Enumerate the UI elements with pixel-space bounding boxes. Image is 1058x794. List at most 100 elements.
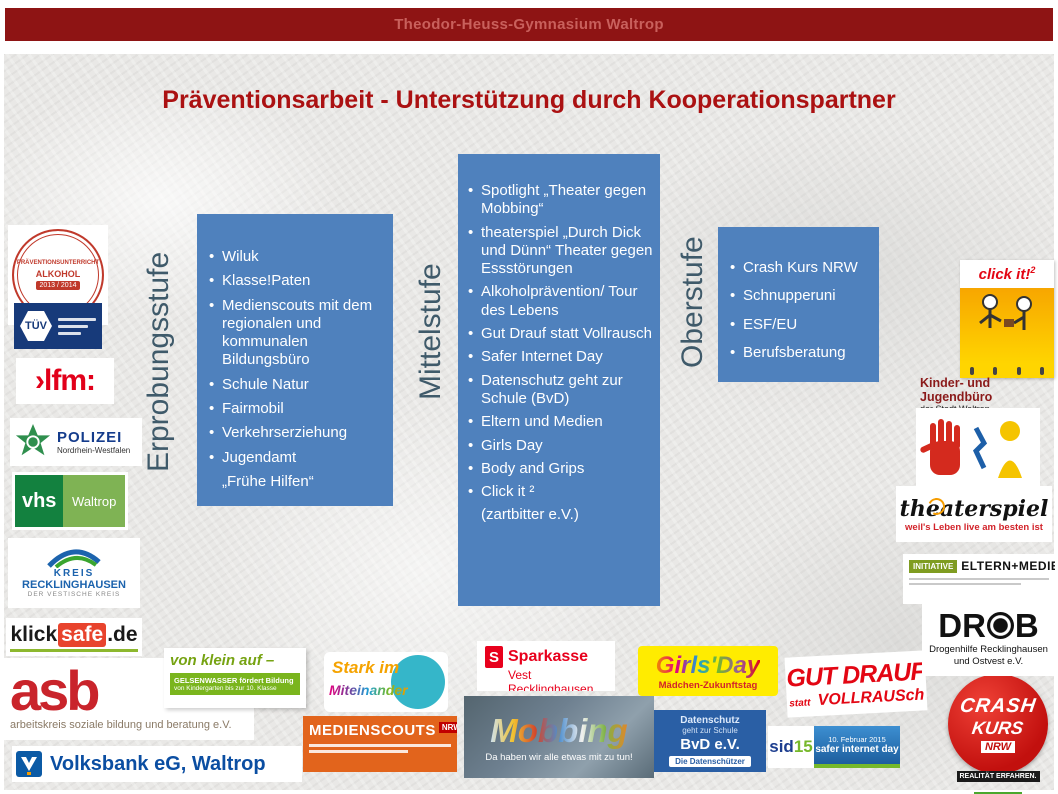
seal-subject: ALKOHOL xyxy=(35,268,81,279)
seal-years: 2013 / 2014 xyxy=(35,280,81,290)
clickit-illustration xyxy=(960,288,1054,364)
logo-polizei-nrw: POLIZEI Nordrhein-Westfalen xyxy=(10,418,142,466)
vka-title: von klein auf – xyxy=(170,652,275,669)
logo-medienscouts-nrw: MEDIENSCOUTS NRW xyxy=(303,716,457,772)
logo-gut-drauf-statt-vollrausch: GUT DRAUF statt VOLLRAUSch xyxy=(784,650,928,718)
vka-sub1: GELSENWASSER fördert Bildung xyxy=(174,676,294,685)
logo-crash-kurs-nrw: CRASH KURS NRW REALITÄT ERFAHREN. ECHT H… xyxy=(942,674,1054,794)
list-item: •Click it ² xyxy=(468,483,535,501)
jugendbuero-title: Kinder- und Jugendbüro xyxy=(920,376,993,404)
logo-von-klein-auf: von klein auf – GELSENWASSER fördert Bil… xyxy=(164,648,306,708)
list-item: •Girls Day xyxy=(468,436,543,454)
crashkurs-word3: NRW xyxy=(980,741,1016,753)
logo-lfm: ›lfm: xyxy=(16,358,114,404)
logo-tuv-badge: TÜV xyxy=(14,303,102,349)
fine-print-lines xyxy=(309,744,451,753)
kreis-line1: KREIS xyxy=(53,568,95,579)
sparkasse-wordmark: Sparkasse xyxy=(508,648,589,665)
logo-click-it-poster: click it!2 xyxy=(960,260,1054,378)
sid-wordmark: sid xyxy=(769,737,794,756)
stark-line1: Stark im xyxy=(332,658,400,677)
stage-label-erprobungsstufe: Erprobungsstufe xyxy=(142,251,175,473)
initiative-badge: INITIATIVE xyxy=(909,559,958,573)
clickit-footer-figures xyxy=(960,364,1054,378)
volksbank-wordmark: Volksbank eG, Waltrop xyxy=(50,752,266,775)
record-disc-icon xyxy=(986,612,1014,640)
sid-number: 15 xyxy=(793,737,813,756)
list-item: •Body and Grips xyxy=(468,459,585,477)
oberstufe-list: •Crash Kurs NRW•Schnupperuni•ESF/EU•Beru… xyxy=(730,259,875,362)
crashkurs-banner1: REALITÄT ERFAHREN. xyxy=(956,771,1040,783)
logo-sparkasse: S Sparkasse Vest Recklinghausen xyxy=(477,641,615,691)
logo-safer-internet-day: sid 15 10. Februar 2015 safer internet d… xyxy=(768,726,900,768)
bvd-line1: Datenschutz xyxy=(680,715,740,726)
seal-title: PRÄVENTIONSUNTERRICHT xyxy=(16,260,100,267)
list-item: •Klasse!Paten xyxy=(209,272,311,290)
kreis-line3: DER VESTISCHE KREIS xyxy=(27,591,121,598)
cartoon-figures-icon xyxy=(979,294,1032,330)
theaterspiel-tagline: weil's Leben live am besten ist xyxy=(905,521,1043,533)
list-item: •theaterspiel „Durch Dick und Dünn“ Thea… xyxy=(468,223,653,278)
kreis-swoosh-icon xyxy=(47,549,101,568)
logo-jugendbuero xyxy=(916,408,1040,488)
header-bar: Theodor-Heuss-Gymnasium Waltrop xyxy=(5,8,1053,41)
list-item: •Jugendamt xyxy=(209,448,297,466)
bvd-tagline: Die Datenschützer xyxy=(669,756,751,767)
list-item: •Datenschutz geht zur Schule (BvD) xyxy=(468,371,623,407)
logo-volksbank: Volksbank eG, Waltrop xyxy=(12,746,302,782)
logo-initiative-eltern-medien: INITIATIVE ELTERN+MEDIEN xyxy=(903,554,1055,604)
list-item: •Eltern und Medien xyxy=(468,413,603,431)
list-item: •Wiluk xyxy=(209,248,259,265)
mittelstufe-list: •Spotlight „Theater gegen Mobbing“ •theat… xyxy=(468,182,656,525)
bvd-name: BvD e.V. xyxy=(680,736,740,753)
list-item: •Crash Kurs NRW xyxy=(730,259,858,276)
list-item: (zartbitter e.V.) xyxy=(481,506,579,524)
eltern-medien-wordmark: ELTERN+MEDIEN xyxy=(961,559,1055,573)
list-item: •Schnupperuni xyxy=(730,287,836,305)
list-item: •Schule Natur xyxy=(209,375,309,393)
jugendbuero-heading: Kinder- und Jugendbüro der Stadt Waltrop xyxy=(920,376,1056,408)
list-item: •Spotlight „Theater gegen Mobbing“ xyxy=(468,182,647,218)
stage-box-oberstufe: •Crash Kurs NRW•Schnupperuni•ESF/EU•Beru… xyxy=(718,227,879,382)
gutdrauf-statt: statt xyxy=(789,696,811,710)
sid-subtitle: safer internet day xyxy=(815,744,899,755)
theaterspiel-wordmark: theaterspiel xyxy=(899,495,1049,522)
list-item: „Frühe Hilfen“ xyxy=(222,472,314,490)
vhs-city: Waltrop xyxy=(63,475,125,527)
stage-label-mittelstufe: Mittelstufe xyxy=(414,263,447,400)
vka-bar: GELSENWASSER fördert Bildung von Kinderg… xyxy=(170,673,300,695)
stark-line2: Miteinander xyxy=(329,682,408,698)
stage-box-erprobungsstufe: •Wiluk•Klasse!Paten•Medienscouts mit dem… xyxy=(197,214,393,506)
sparkasse-region: Vest Recklinghausen xyxy=(508,668,594,691)
fine-print-lines xyxy=(58,317,96,335)
logo-girlsday: Girls'Day Mädchen-Zukunftstag xyxy=(638,646,778,696)
hand-and-figure-icon xyxy=(920,419,1022,478)
logo-mobbing: Mobbing Da haben wir alle etwas mit zu t… xyxy=(464,696,654,778)
clickit-title: click it! xyxy=(978,266,1031,283)
klicksafe-part1: klick xyxy=(10,622,58,646)
medienscouts-wordmark: MEDIENSCOUTS xyxy=(309,722,436,739)
list-item: •Alkoholprävention/ Tour des Lebens xyxy=(468,283,638,319)
logo-kreis-recklinghausen: KREIS RECKLINGHAUSEN DER VESTISCHE KREIS xyxy=(8,538,140,608)
asb-subtitle: arbeitskreis soziale bildung und beratun… xyxy=(10,718,232,731)
klicksafe-part2: safe xyxy=(58,622,107,647)
asb-wordmark: asb xyxy=(10,659,101,723)
sid-date: 10. Februar 2015 xyxy=(828,735,886,744)
mobbing-subtitle: Da haben wir alle etwas mit zu tun! xyxy=(485,751,633,763)
crashkurs-word1: CRASH xyxy=(958,695,1038,717)
school-name: Theodor-Heuss-Gymnasium Waltrop xyxy=(394,16,664,33)
vka-sub2: von Kindergarten bis zur 10. Klasse xyxy=(174,685,277,692)
jugendbuero-subtitle: der Stadt Waltrop xyxy=(920,404,1056,408)
list-item: •Verkehrserziehung xyxy=(209,424,348,442)
crashkurs-red-circle-icon: CRASH KURS NRW xyxy=(948,674,1048,774)
stage-box-mittelstufe: •Spotlight „Theater gegen Mobbing“ •theat… xyxy=(458,154,660,606)
fine-print-lines xyxy=(909,578,1049,585)
vhs-abbr: vhs xyxy=(15,475,64,527)
klicksafe-part3: .de xyxy=(107,622,138,646)
bvd-line2: geht zur Schule xyxy=(682,726,738,735)
logo-klicksafe: klick safe .de xyxy=(6,618,142,656)
mobbing-title: Mobbing xyxy=(490,711,628,749)
list-item: •Safer Internet Day xyxy=(468,348,603,366)
stage-label-oberstufe: Oberstufe xyxy=(676,236,709,368)
drob-part1: DR xyxy=(938,607,986,645)
